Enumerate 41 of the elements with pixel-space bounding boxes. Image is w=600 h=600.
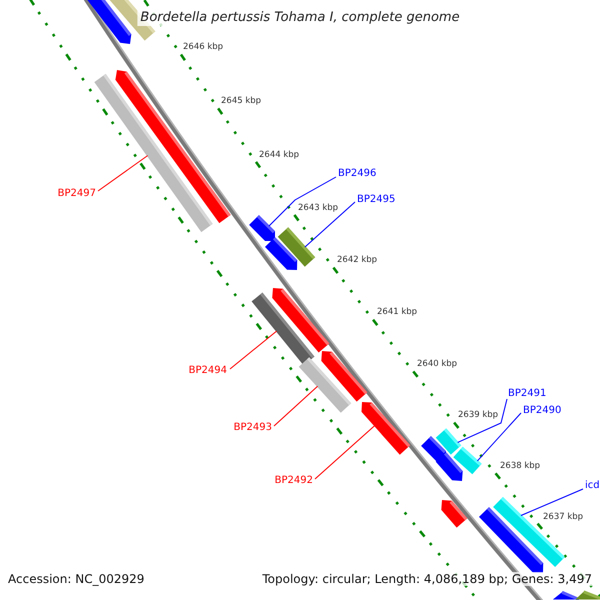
gene-bar	[575, 590, 600, 600]
tick-label: 2643 kbp	[298, 204, 338, 212]
gene-bar	[278, 227, 316, 267]
tick-label: 2642 kbp	[337, 256, 378, 264]
gene-label: icd	[585, 481, 600, 491]
gene-bar	[493, 496, 565, 567]
tick-label: 2645 kbp	[221, 96, 262, 106]
leader-line	[268, 176, 336, 226]
gene-label: BP2492	[274, 476, 313, 486]
leader-line	[457, 398, 508, 443]
gene-bar	[84, 0, 132, 44]
leader-line	[314, 425, 376, 480]
leader-line	[230, 330, 278, 370]
tick-label: 2637 kbp	[543, 512, 584, 522]
leader-line	[274, 386, 318, 426]
gene-label: BP2493	[234, 423, 272, 433]
footer-text: Topology: circular; Length: 4,086,189 bp; Genes: 3,497	[260, 572, 594, 586]
tick-label: 2641 kbp	[377, 308, 418, 316]
tick-label: 2638 kbp	[500, 462, 540, 470]
tick-label: 2640 kbp	[417, 360, 458, 368]
gene-bar	[94, 74, 213, 232]
tick-label: 2646 kbp	[183, 42, 224, 52]
gene-bar	[436, 428, 462, 455]
gene-label: BP2497	[58, 189, 96, 199]
tick-label: 2639 kbp	[458, 410, 498, 420]
footer-text: Accession: NC_002929	[6, 572, 146, 586]
gene-bar	[441, 500, 468, 528]
gene-label: BP2496	[338, 169, 376, 179]
gene-bar	[252, 292, 314, 366]
gene-label: BP2491	[508, 389, 546, 399]
gene-label: BP2494	[188, 366, 227, 376]
gene-bar	[453, 446, 482, 474]
leader-line	[476, 412, 522, 462]
tick-label: 2644 kbp	[259, 150, 300, 160]
gene-bar	[249, 215, 275, 241]
gene-label: BP2490	[523, 406, 562, 416]
gene-bar	[298, 357, 352, 413]
leader-line	[520, 488, 584, 516]
leader-line	[98, 155, 148, 192]
gene-label: BP2495	[357, 195, 396, 205]
gene-bar	[362, 402, 410, 455]
